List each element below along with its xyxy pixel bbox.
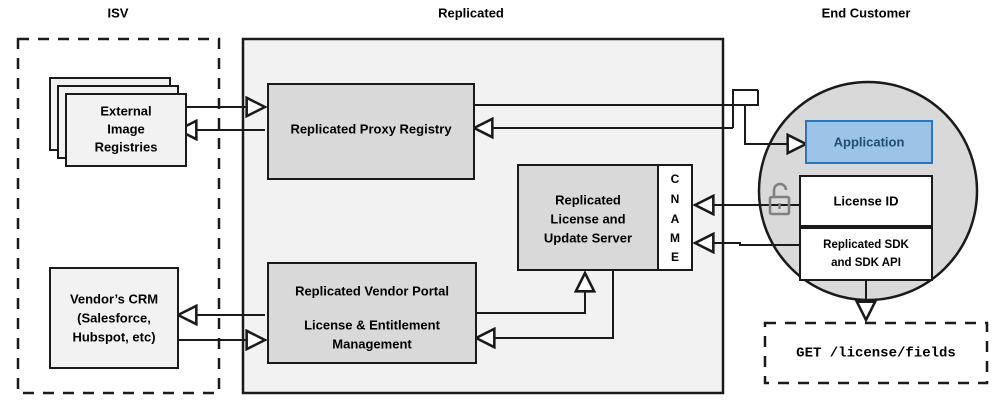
replicated-sdk-box bbox=[799, 227, 933, 281]
license-server-label-line1: Replicated bbox=[555, 192, 621, 207]
flow-application-return-riser bbox=[732, 89, 758, 128]
vendor-portal-box bbox=[267, 262, 477, 364]
vendor-portal-label-line2: License & Entitlement bbox=[304, 317, 440, 332]
flow-vendor-portal-to-license-server bbox=[476, 273, 585, 314]
external-image-registries[interactable]: External Image Registries bbox=[49, 77, 187, 167]
license-id-label: License ID bbox=[833, 193, 898, 208]
cname-letter-n: N bbox=[671, 192, 680, 206]
registries-label-line2: Image bbox=[107, 121, 145, 136]
license-fields-endpoint[interactable]: GET /license/fields bbox=[763, 321, 989, 385]
cname-box[interactable]: C N A M E bbox=[657, 164, 693, 271]
license-id-node[interactable]: License ID bbox=[799, 175, 933, 227]
vendor-portal-label-line3: Management bbox=[332, 336, 412, 351]
replicated-sdk-node[interactable]: Replicated SDK and SDK API bbox=[799, 227, 933, 281]
license-fields-label: GET /license/fields bbox=[796, 346, 956, 362]
vendors-crm[interactable]: Vendor’s CRM (Salesforce, Hubspot, etc) bbox=[49, 267, 179, 369]
replicated-sdk-label-line1: Replicated SDK bbox=[823, 239, 909, 251]
application-label: Application bbox=[834, 134, 905, 149]
flow-proxy-registry-to-application bbox=[474, 104, 806, 144]
zone-title-replicated: Replicated bbox=[438, 5, 504, 20]
replicated-vendor-portal[interactable]: Replicated Vendor Portal License & Entit… bbox=[267, 262, 477, 364]
vendors-crm-label-line1: Vendor’s CRM bbox=[70, 291, 158, 306]
replicated-license-update-server[interactable]: Replicated License and Update Server bbox=[517, 164, 659, 271]
cname-letter-e: E bbox=[671, 250, 679, 264]
vendor-portal-label-line1: Replicated Vendor Portal bbox=[295, 283, 449, 298]
license-id-box bbox=[799, 175, 933, 227]
unlock-icon bbox=[768, 182, 791, 216]
license-server-label-line3: Update Server bbox=[544, 230, 632, 245]
zone-title-end-customer: End Customer bbox=[822, 5, 911, 20]
flow-license-server-to-vendor-portal bbox=[476, 270, 614, 338]
vendors-crm-label-line2: (Salesforce, bbox=[77, 310, 151, 325]
cname-letter-c: C bbox=[671, 172, 680, 186]
proxy-registry-label: Replicated Proxy Registry bbox=[290, 121, 452, 136]
cname-letter-a: A bbox=[671, 212, 680, 226]
registries-label-line1: External bbox=[100, 103, 151, 118]
license-server-label-line2: License and bbox=[550, 211, 625, 226]
zone-title-isv: ISV bbox=[108, 5, 129, 20]
proxy-registry-box bbox=[267, 83, 475, 180]
application-box bbox=[805, 120, 933, 164]
registries-stack-front bbox=[65, 93, 187, 167]
unlock-icon-shackle bbox=[772, 182, 788, 197]
cname-rect bbox=[657, 164, 693, 271]
replicated-proxy-registry[interactable]: Replicated Proxy Registry bbox=[267, 83, 475, 180]
isv-container bbox=[16, 37, 221, 395]
license-fields-box bbox=[763, 321, 989, 385]
flow-sdk-to-cname bbox=[695, 243, 800, 245]
cname-letter-m: M bbox=[670, 231, 680, 245]
vendors-crm-box bbox=[49, 267, 179, 369]
replicated-sdk-label-line2: and SDK API bbox=[831, 257, 901, 269]
unlock-icon-body bbox=[768, 195, 791, 216]
registries-label-line3: Registries bbox=[95, 139, 158, 154]
application-node[interactable]: Application bbox=[805, 120, 933, 164]
vendors-crm-label-line3: Hubspot, etc) bbox=[72, 329, 155, 344]
